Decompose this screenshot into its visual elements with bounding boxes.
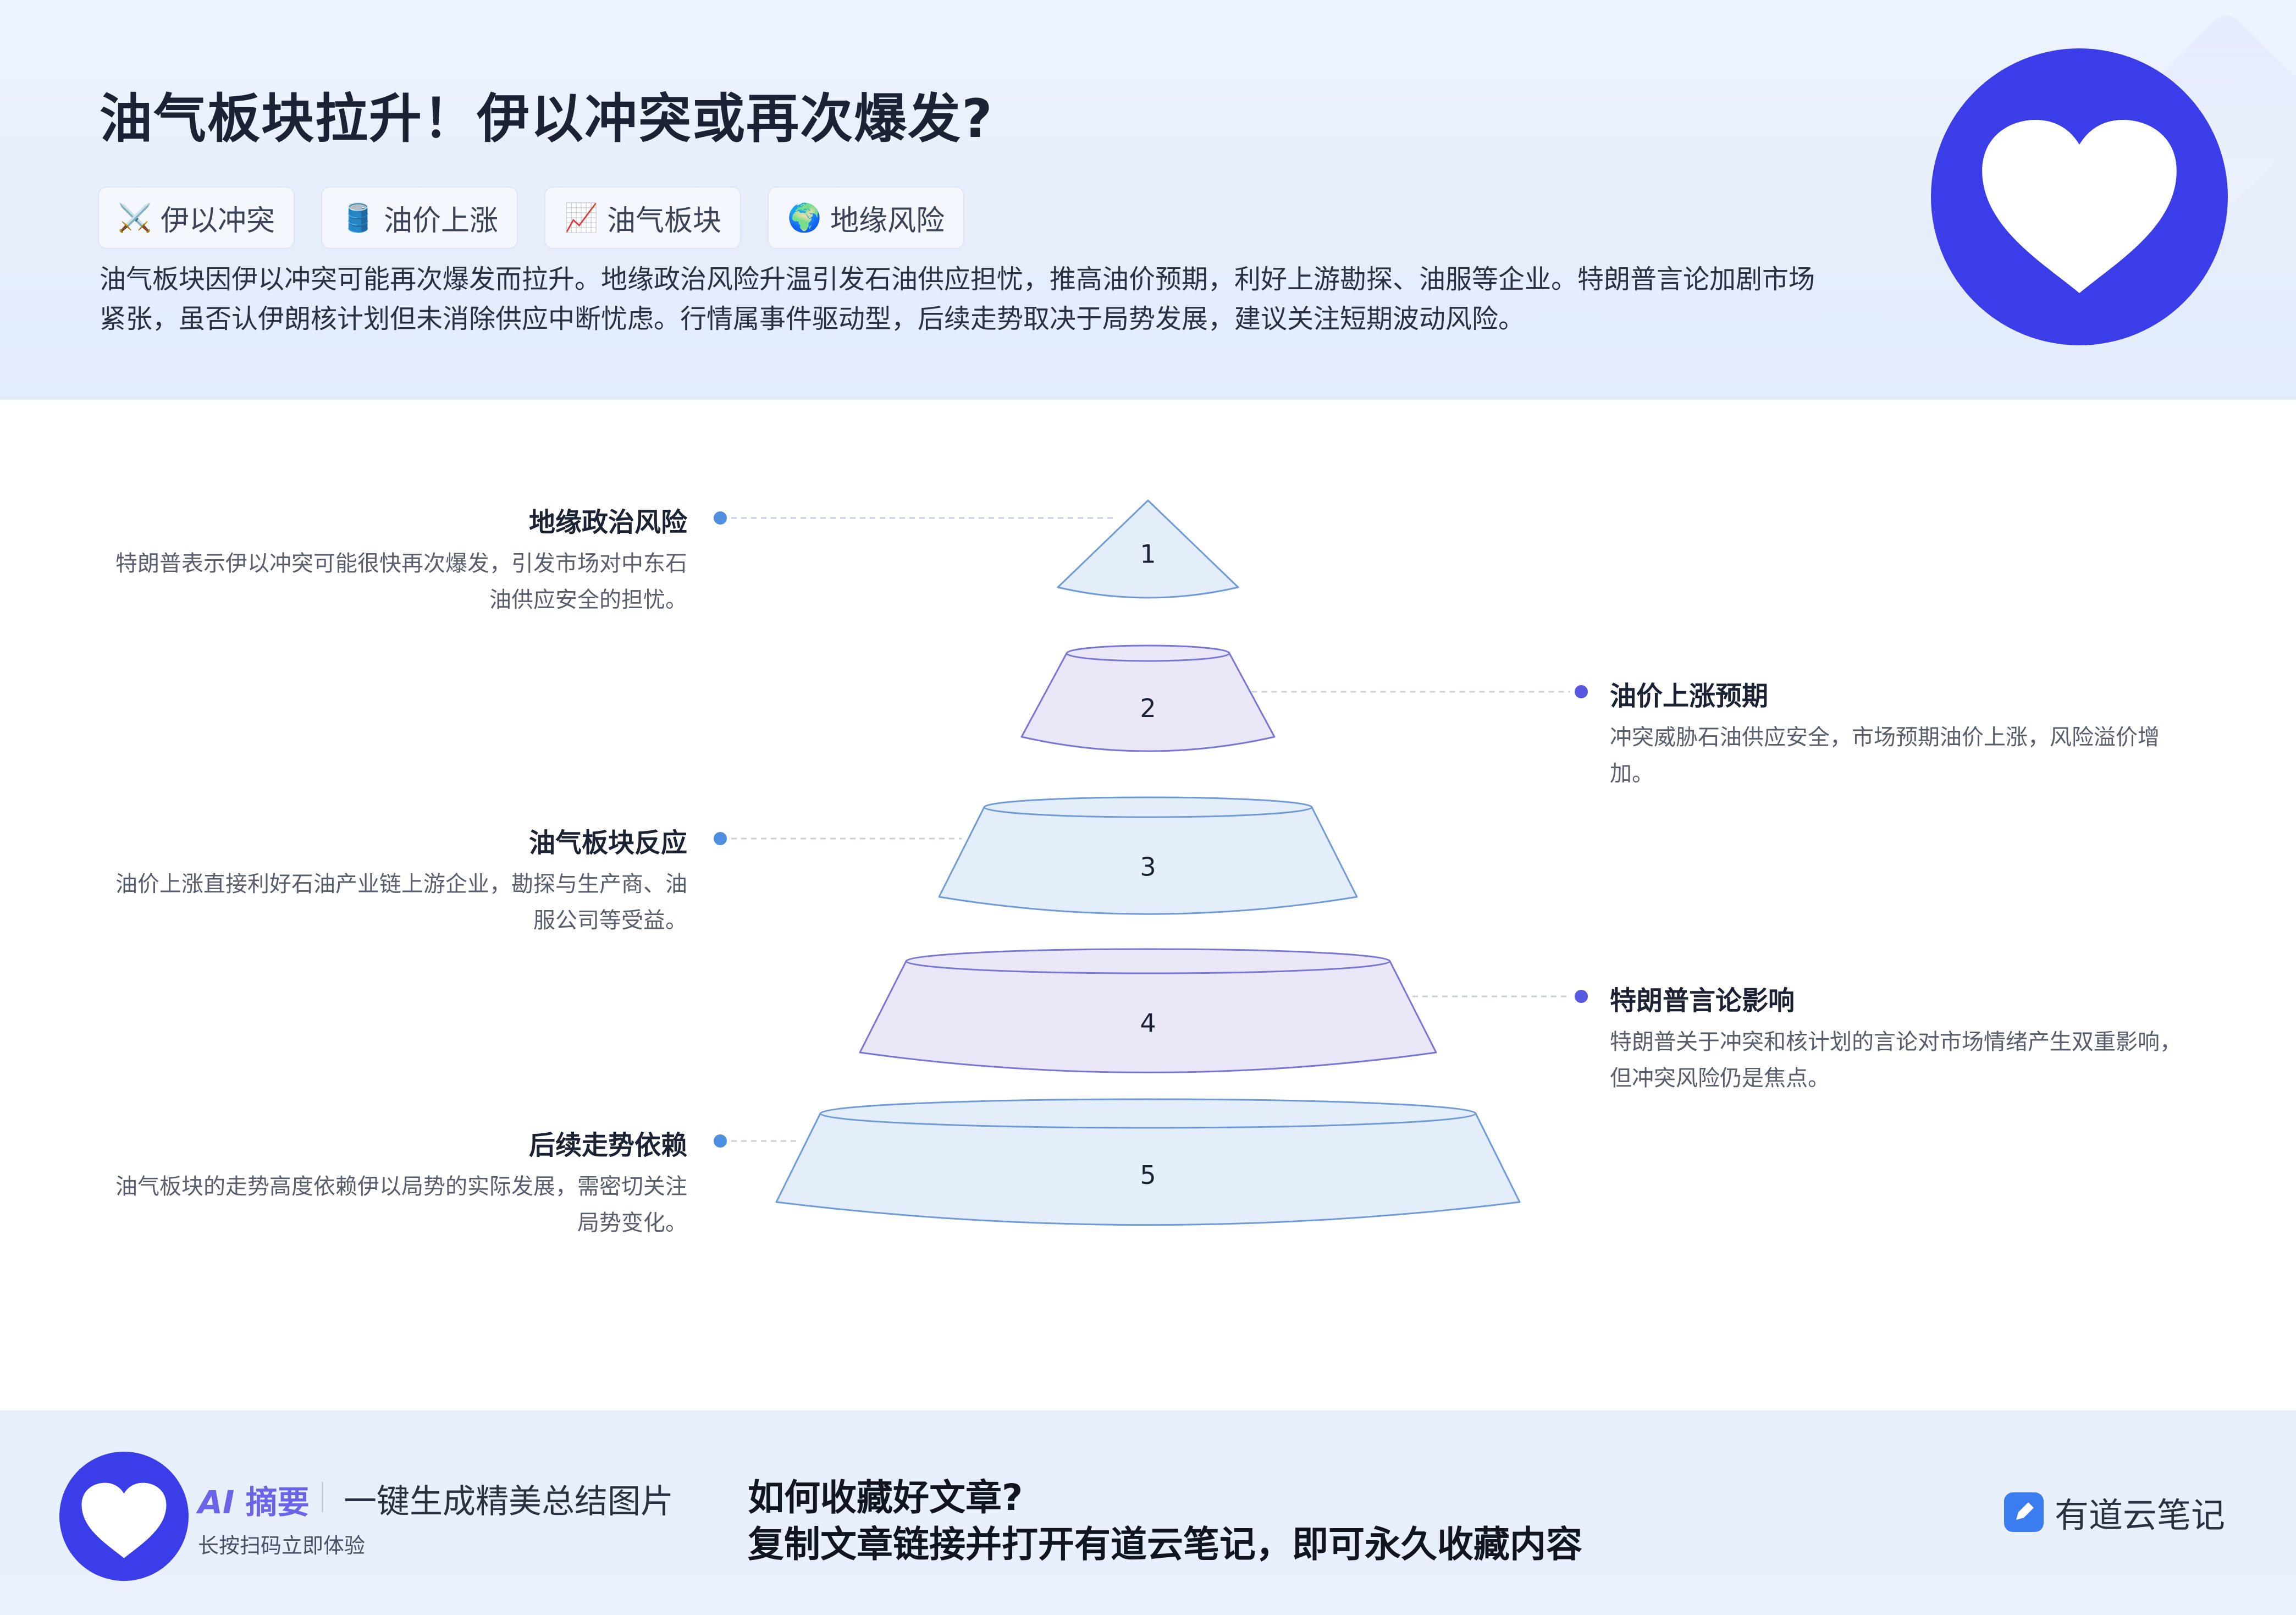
level-description: 冲突威胁石油供应安全，市场预期油价上涨，风险溢价增加。 (1610, 725, 2160, 786)
level-dot (714, 1134, 727, 1148)
divider (322, 1482, 323, 1512)
note-app-icon (2004, 1492, 2044, 1532)
tag-chip[interactable]: ⚔️ 伊以冲突 (98, 186, 295, 249)
header-banner: 油气板块拉升！伊以冲突或再次爆发? ⚔️ 伊以冲突 🛢️ 油价上涨 📈 油气板块… (0, 0, 2296, 400)
oil-drum-icon: 🛢️ (341, 201, 376, 234)
ai-word: 摘要 (245, 1484, 310, 1521)
brand-name: 有道云笔记 (2055, 1495, 2226, 1535)
level-title: 油价上涨预期 (1610, 681, 1769, 712)
level-dot (714, 511, 727, 525)
level-dot (1575, 990, 1588, 1003)
level-description: 特朗普表示伊以冲突可能很快再次爆发，引发市场对中东石油供应安全的担忧。 (115, 551, 687, 613)
pyramid-level-top (983, 796, 1313, 818)
crossed-swords-icon: ⚔️ (118, 201, 152, 234)
pyramid-level-top (819, 1098, 1477, 1129)
tag-chip[interactable]: 🌍 地缘风险 (768, 186, 965, 249)
level-title: 特朗普言论影响 (1610, 985, 1795, 1016)
tag-label: 伊以冲突 (161, 204, 275, 238)
slogan-text: 一键生成精美总结图片 (344, 1482, 674, 1521)
heart-logo-small (59, 1452, 189, 1581)
summary-text: 油气板块因伊以冲突可能再次爆发而拉升。地缘政治风险升温引发石油供应担忧，推高油价… (100, 264, 1815, 334)
level-description: 油气板块的走势高度依赖伊以局势的实际发展，需密切关注局势变化。 (115, 1174, 687, 1236)
brand-link[interactable]: 有道云笔记 (2004, 1487, 2225, 1537)
pyramid-level-1 (1057, 499, 1239, 599)
level-title: 油气板块反应 (528, 828, 687, 858)
tag-list: ⚔️ 伊以冲突 🛢️ 油价上涨 📈 油气板块 🌍 地缘风险 (98, 186, 965, 249)
ai-label: AI (198, 1484, 235, 1521)
pyramid-level-3 (938, 806, 1358, 915)
level-description: 特朗普关于冲突和核计划的言论对市场情绪产生双重影响，但冲突风险仍是焦点。 (1610, 1029, 2182, 1091)
page-title: 油气板块拉升！伊以冲突或再次爆发? (100, 88, 994, 150)
pyramid-level-4 (859, 960, 1437, 1073)
footer-banner: AI 摘要 一键生成精美总结图片 长按扫码立即体验 如何收藏好文章? 复制文章链… (0, 1410, 2296, 1615)
heart-icon (1982, 120, 2177, 293)
level-number: 4 (1140, 1008, 1156, 1038)
heart-icon (81, 1482, 167, 1558)
level-dot (1575, 685, 1588, 698)
tag-chip[interactable]: 🛢️ 油价上涨 (321, 186, 518, 249)
ai-summary-label: AI 摘要 (198, 1476, 310, 1523)
tag-chip[interactable]: 📈 油气板块 (544, 186, 742, 249)
level-title: 后续走势依赖 (528, 1130, 687, 1161)
level-number: 2 (1140, 693, 1156, 723)
pyramid-level-top (1066, 644, 1230, 662)
pyramid-diagram: 1 2 3 4 5 (731, 499, 1570, 1226)
tag-label: 油气板块 (607, 204, 722, 238)
heart-logo (1931, 48, 2228, 345)
save-question: 如何收藏好文章? (748, 1476, 1023, 1519)
tag-label: 地缘风险 (830, 204, 945, 238)
tag-label: 油价上涨 (384, 204, 499, 238)
level-dot (714, 832, 727, 845)
pyramid-level-5 (775, 1112, 1521, 1226)
pyramid-level-top (905, 948, 1391, 974)
level-number: 1 (1140, 539, 1156, 569)
pyramid-level-2 (1020, 652, 1276, 752)
level-description: 油价上涨直接利好石油产业链上游企业，勘探与生产商、油服公司等受益。 (115, 872, 687, 933)
globe-icon: 🌍 (787, 201, 822, 234)
save-answer: 复制文章链接并打开有道云笔记，即可永久收藏内容 (748, 1523, 1582, 1566)
chart-up-icon: 📈 (564, 201, 599, 234)
scan-hint: 长按扫码立即体验 (198, 1534, 366, 1558)
level-number: 3 (1140, 852, 1156, 881)
level-title: 地缘政治风险 (528, 507, 687, 538)
level-number: 5 (1140, 1160, 1156, 1190)
